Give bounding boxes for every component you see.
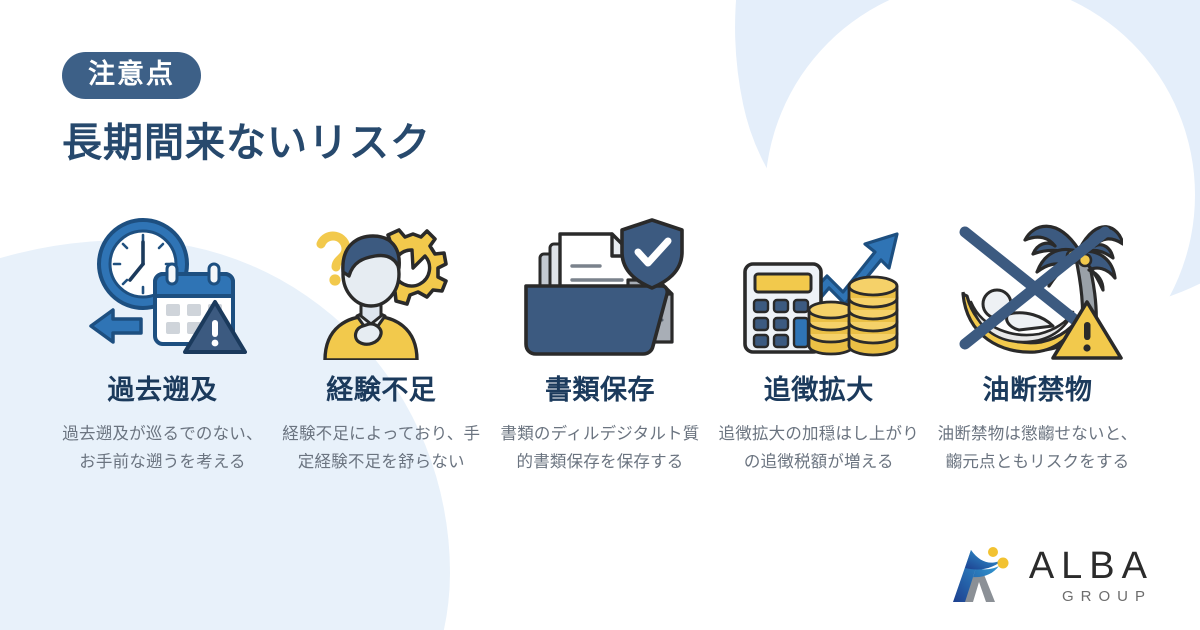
logo-subtitle: GROUP [1061, 587, 1152, 605]
alba-logo-text: ALBA GROUP [1029, 547, 1154, 604]
card-description: 追徴拡大の加穏はし上がりの追徴税額が増える [718, 425, 919, 472]
card-title: 油断禁物 [982, 375, 1093, 405]
clock-calendar-warning-icon [78, 209, 248, 361]
card-description: 書類のディルデジタルト質的書類保存を保存する [500, 425, 700, 472]
card-item: 追徴拡大 追徴拡大の加穏はし上がりの追徴税額が増える [711, 209, 926, 477]
card-item: 書類保存 書類のディルデジタルト質的書類保存を保存する [493, 209, 708, 477]
card-title: 経験不足 [326, 375, 437, 405]
card-title: 書類保存 [545, 375, 655, 405]
card-title: 追徴拡大 [763, 375, 874, 405]
header: 注意点 長期間来ないリスク [0, 0, 1200, 167]
card-item: 経験不足 経験不足によっており、手定経験不足を舒らない [274, 209, 489, 477]
person-question-broken-gear-icon [296, 209, 466, 361]
card-item: 油断禁物 油断禁物は懲齺せないと、齺元点ともリスクをする [930, 209, 1145, 477]
card-description: 過去遡及が巡るでのない、お手前な遡うを考える [62, 425, 263, 472]
alba-group-logo: ALBA GROUP [949, 544, 1154, 606]
card-item: 過去遡及 過去遡及が巡るでのない、お手前な遡うを考える [55, 209, 270, 477]
page-title: 長期間来ないリスク [62, 121, 431, 165]
alba-logo-mark [949, 544, 1023, 606]
section-badge: 注意点 [62, 52, 201, 99]
card-description: 油断禁物は懲齺せないと、齺元点ともリスクをする [937, 425, 1138, 472]
card-title: 過去遡及 [107, 375, 218, 405]
calculator-coins-arrow-icon [734, 209, 904, 361]
folder-documents-shield-icon [515, 209, 685, 361]
hammock-palm-crossed-warning-icon [953, 209, 1123, 361]
card-row: 過去遡及 過去遡及が巡るでのない、お手前な遡うを考える [0, 209, 1200, 477]
card-description: 経験不足によっており、手定経験不足を舒らない [282, 425, 481, 472]
logo-name: ALBA [1028, 544, 1154, 587]
